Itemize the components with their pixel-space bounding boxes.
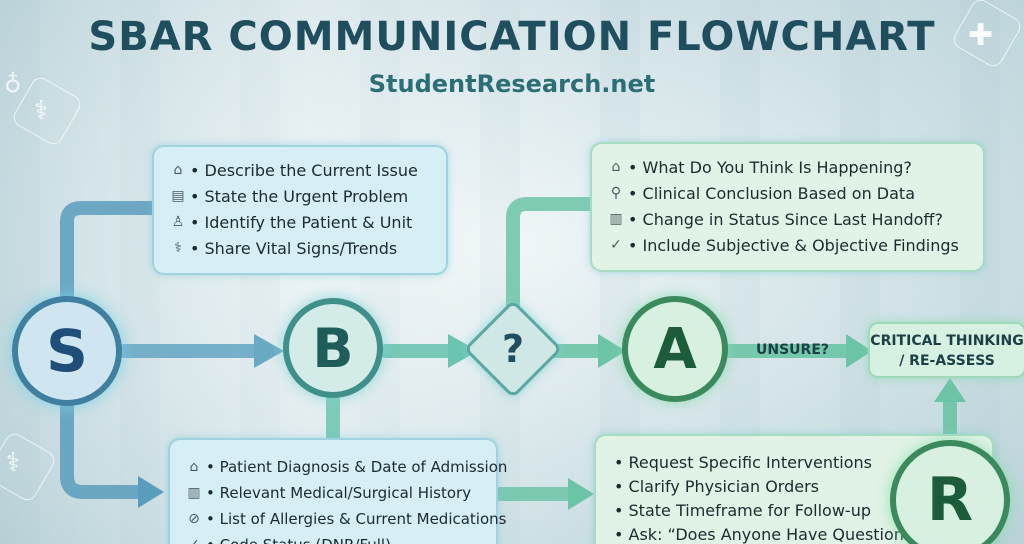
- list-item: ✓• Code Status (DNR/Full): [184, 532, 482, 544]
- list-item: ▤ • State the Urgent Problem: [168, 183, 432, 209]
- pill-icon: ⊘: [188, 511, 200, 527]
- recommendation-node: R: [890, 440, 1010, 544]
- list-item-text: • Change in Status Since Last Handoff?: [628, 209, 943, 229]
- list-item: ⚕ • Share Vital Signs/Trends: [168, 235, 432, 261]
- decision-label: ?: [501, 327, 525, 371]
- list-item-text: • Patient Diagnosis & Date of Admission: [206, 458, 508, 476]
- list-item-text: • Describe the Current Issue: [190, 160, 418, 180]
- list-item: • Request Specific Interventions: [614, 450, 978, 474]
- arrowhead: [934, 378, 966, 402]
- list-item: • Clarify Physician Orders: [614, 474, 978, 498]
- clipboard-icon: ▤: [171, 188, 185, 204]
- situation-node: S: [12, 296, 122, 406]
- list-item: ⊘ • List of Allergies & Current Medicatio…: [184, 506, 506, 532]
- stethoscope-icon: ♁: [4, 70, 22, 98]
- arrowhead: [448, 334, 478, 368]
- list-item: • Ask: “Does Anyone Have Questions?”: [614, 522, 978, 544]
- list-item-text: • State Timeframe for Follow-up: [614, 500, 871, 520]
- list-item-text: • Clinical Conclusion Based on Data: [628, 183, 916, 203]
- caduceus-icon: ⚕: [6, 448, 21, 478]
- arrowhead: [568, 478, 594, 510]
- list-item: • State Timeframe for Follow-up: [614, 498, 978, 522]
- unsure-label: UNSURE?: [756, 342, 830, 358]
- s-to-situation-connector: [60, 201, 159, 305]
- list-item-text: • Code Status (DNR/Full): [206, 536, 391, 544]
- caduceus-icon: ⚕: [34, 96, 49, 126]
- list-item: ⚲ • Clinical Conclusion Based on Data: [606, 180, 969, 206]
- list-item: ✓ • Include Subjective & Objective Findin…: [606, 232, 969, 258]
- check-icon: ✓: [184, 537, 204, 544]
- list-item-text: • Clarify Physician Orders: [614, 476, 819, 496]
- decision-to-assessment-connector: [506, 197, 597, 313]
- list-item: ▥ • Change in Status Since Last Handoff?: [606, 206, 969, 232]
- arrowhead: [846, 334, 872, 368]
- list-item: ⌂ • Describe the Current Issue: [168, 157, 432, 183]
- assessment-node: A: [622, 296, 728, 402]
- list-item-text: • List of Allergies & Current Medication…: [206, 510, 507, 528]
- assessment-box: ⌂ • What Do You Think Is Happening? ⚲ • Cl…: [590, 142, 985, 272]
- vitals-icon: ⚕: [174, 240, 182, 256]
- book-icon: ▥: [187, 485, 201, 501]
- list-item-text: • Request Specific Interventions: [614, 452, 872, 472]
- list-item: ▥ • Relevant Medical/Surgical History: [184, 480, 482, 506]
- home-icon: ⌂: [173, 162, 183, 178]
- critical-thinking-line2: / RE-ASSESS: [899, 353, 995, 369]
- critical-thinking-line1: CRITICAL THINKING: [870, 333, 1024, 349]
- s-to-background-connector: [60, 399, 147, 499]
- medical-cross-icon: ✚: [968, 18, 994, 53]
- list-item-text: • Ask: “Does Anyone Have Questions?”: [614, 524, 930, 544]
- list-item-text: • State the Urgent Problem: [190, 186, 409, 206]
- situation-box: ⌂ • Describe the Current Issue ▤ • State t…: [152, 145, 448, 275]
- page-subtitle: StudentResearch.net: [368, 70, 656, 98]
- list-item-text: • Relevant Medical/Surgical History: [206, 484, 472, 502]
- check-icon: ✓: [610, 237, 622, 253]
- list-item-text: • Share Vital Signs/Trends: [190, 238, 398, 258]
- arrowhead: [598, 334, 626, 368]
- list-item: ♙ • Identify the Patient & Unit: [168, 209, 432, 235]
- person-icon: ♙: [171, 214, 185, 230]
- book-icon: ▥: [609, 211, 623, 227]
- background-box: ⌂ • Patient Diagnosis & Date of Admission…: [168, 438, 508, 544]
- critical-thinking-box: CRITICAL THINKING / RE-ASSESS: [868, 322, 1024, 378]
- home-icon: ⌂: [189, 459, 199, 475]
- list-item: ⌂ • What Do You Think Is Happening?: [606, 154, 969, 180]
- page-title: SBAR COMMUNICATION FLOWCHART: [88, 14, 936, 60]
- list-item-text: • Include Subjective & Objective Finding…: [628, 235, 959, 255]
- home-icon: ⌂: [611, 159, 621, 175]
- arrowhead: [254, 334, 284, 368]
- arrowhead: [138, 476, 164, 508]
- magnifier-icon: ⚲: [610, 185, 622, 201]
- background-node: B: [283, 298, 383, 398]
- list-item-text: • What Do You Think Is Happening?: [628, 157, 912, 177]
- list-item-text: • Identify the Patient & Unit: [190, 212, 413, 232]
- list-item: ⌂ • Patient Diagnosis & Date of Admission: [184, 454, 508, 480]
